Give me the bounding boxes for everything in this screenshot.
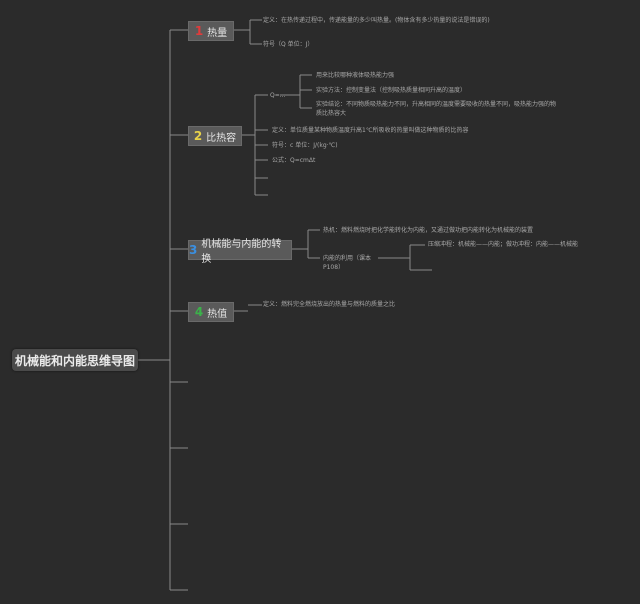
branch-specific-heat[interactable]: 2 比热容 <box>188 126 242 146</box>
leaf-sub-label: Q=... <box>270 92 286 99</box>
number-badge: 3 <box>189 243 198 257</box>
leaf-specific-heat-symbol: 符号：c 单位：J/(kg·℃) <box>272 142 338 149</box>
number-badge: 2 <box>193 129 203 143</box>
number-badge: 1 <box>194 24 204 38</box>
branch-label: 机械能与内能的转换 <box>201 239 282 265</box>
leaf-experiment-conclusion: 实验结论：不同物质吸热能力不同，升高相同的温度需要吸收的热量不同，吸热能力强的物… <box>316 101 557 117</box>
leaf-heat-symbol: 符号（Q 单位：J） <box>263 41 314 48</box>
leaf-stroke-conversion: 压缩冲程：机械能——内能；做功冲程：内能——机械能 <box>428 241 579 248</box>
branch-label: 热量 <box>207 27 228 39</box>
leaf-heat-engine: 热机：燃料燃烧时把化学能转化为内能，又通过做功把内能转化为机械能的装置 <box>323 227 534 234</box>
number-badge: 4 <box>194 305 204 319</box>
branch-heat-value[interactable]: 4 热值 <box>188 302 234 322</box>
branch-heat[interactable]: 1 热量 <box>188 21 234 41</box>
leaf-specific-heat-formula: 公式：Q=cmΔt <box>272 157 316 164</box>
branch-label: 比热容 <box>206 132 237 144</box>
leaf-specific-heat-definition: 定义：单位质量某种物质温度升高1℃所吸收的热量叫做这种物质的比热容 <box>272 127 469 134</box>
branch-energy-conversion[interactable]: 3 机械能与内能的转换 <box>188 239 292 265</box>
root-topic[interactable]: 机械能和内能思维导图 <box>12 349 138 371</box>
leaf-experiment-purpose: 用来比较哪种液体吸热能力强 <box>316 72 395 79</box>
leaf-heat-definition: 定义：在热传递过程中，传递能量的多少叫热量。(物体含有多少热量的说法是错误的) <box>263 17 490 24</box>
leaf-internal-energy-use: 内能的利用（课本P108） <box>323 255 372 271</box>
leaf-experiment-method: 实验方法：控制变量法（控制吸热质量相同升高的温度） <box>316 87 467 94</box>
branch-label: 热值 <box>207 308 228 320</box>
leaf-heat-value-definition: 定义：燃料完全燃烧放出的热量与燃料的质量之比 <box>263 301 396 308</box>
